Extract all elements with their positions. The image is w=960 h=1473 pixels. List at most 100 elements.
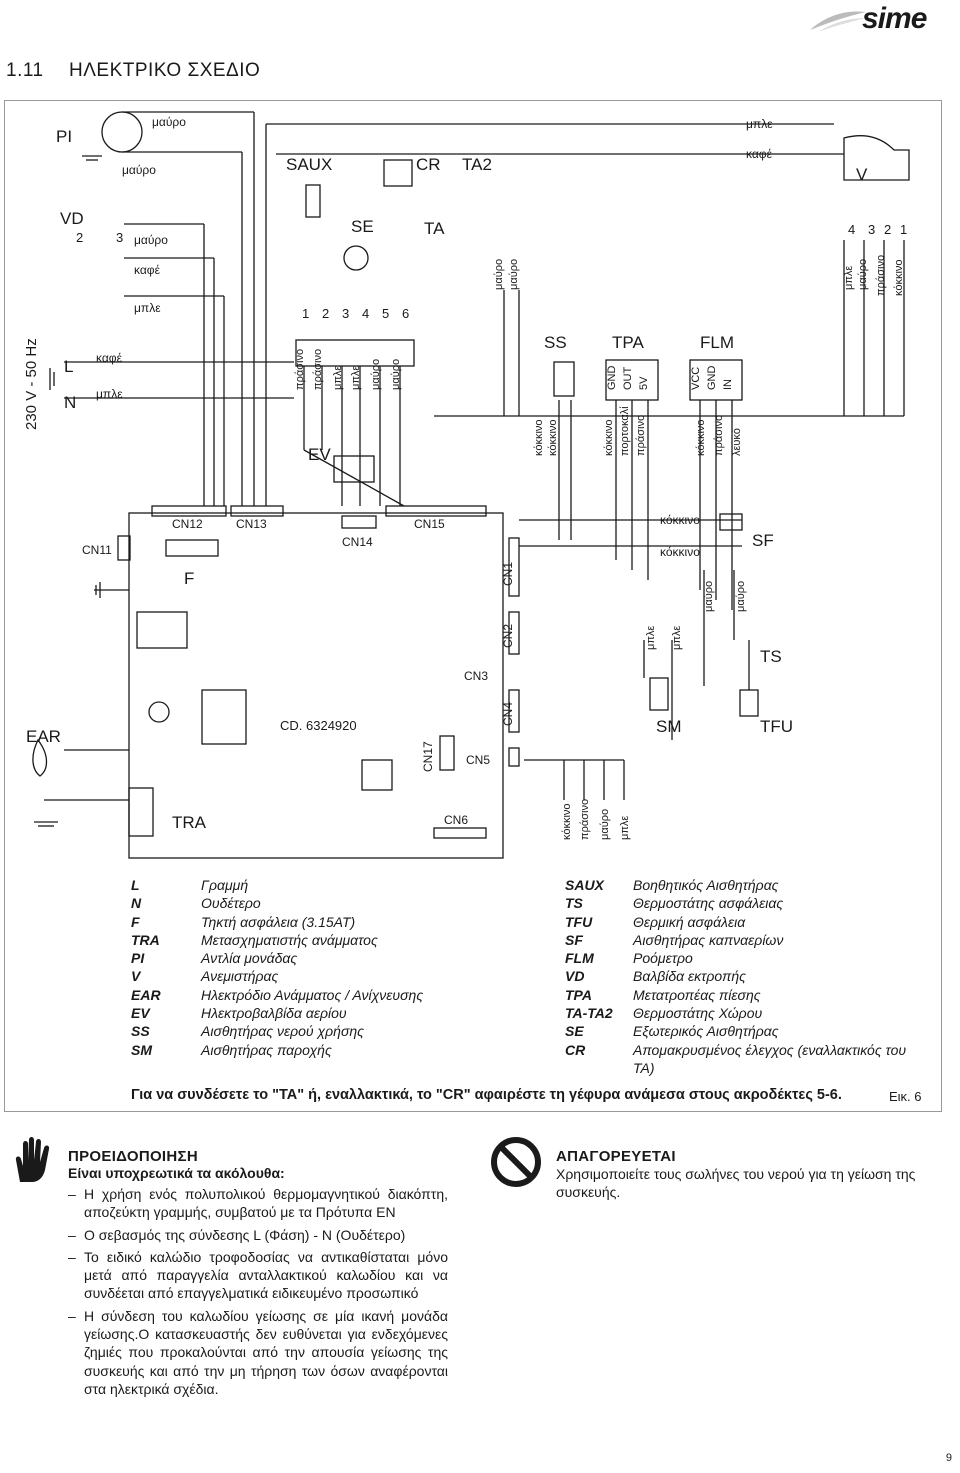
flm-pin-in: IN (722, 379, 734, 390)
label-CN11: CN11 (82, 543, 112, 557)
flow-sensor-symbol (649, 677, 669, 711)
prohibited-block: ΑΠΑΓΟΡΕΥΕΤΑΙ Χρησιμοποιείτε τους σωλήνες… (556, 1148, 936, 1202)
wire-v-white-flm: λευκό (731, 428, 743, 456)
wire-v-blue-fan: μπλε (843, 266, 855, 290)
label-CN13: CN13 (236, 517, 267, 531)
wire-v-green-tpa: πράσινο (635, 415, 647, 456)
page-number: 9 (945, 1452, 952, 1464)
board-code: CD. 6324920 (280, 718, 357, 733)
label-CN17: CN17 (421, 741, 435, 772)
wire-v-red-flm: κόκκινο (695, 419, 707, 456)
wire-v-green-t1: πράσινο (294, 349, 306, 390)
board-component (136, 611, 188, 649)
label-SAUX: SAUX (286, 155, 332, 174)
cn14-header (341, 515, 377, 529)
wire-v-green-flm: πράσινο (713, 415, 725, 456)
wire-v-black-ta2a: μαύρο (493, 259, 505, 290)
wire-label-blue-3: μπλε (746, 117, 773, 131)
wiring-diagram-frame (4, 100, 942, 1112)
wire-v-blue-sm1: μπλε (645, 626, 657, 650)
label-CN5: CN5 (466, 753, 490, 767)
label-TFU: TFU (760, 717, 793, 736)
wire-v-black-ta2b: μαύρο (508, 259, 520, 290)
label-CN2: CN2 (501, 624, 515, 648)
prohibited-title: ΑΠΑΓΟΡΕΥΕΤΑΙ (556, 1148, 676, 1165)
terminal-block (295, 339, 415, 367)
label-SM: SM (656, 717, 682, 736)
transformer (128, 787, 154, 837)
wire-v-red-fan: κόκκινο (893, 259, 905, 296)
label-L: L (64, 357, 73, 376)
fan-symbol (843, 135, 910, 181)
warning-title: ΠΡΟΕΙΔΟΠΟΙΗΣΗ (68, 1148, 198, 1165)
flm-pin-gnd: GND (706, 366, 718, 391)
wire-v-blue-cn5: μπλε (619, 816, 631, 840)
label-CN4: CN4 (501, 702, 515, 726)
terminal-1: 1 (302, 306, 309, 321)
brand-swoosh (808, 8, 868, 34)
label-N: N (64, 393, 76, 412)
label-CN12: CN12 (172, 517, 203, 531)
wiring-diagram: PI VD SAUX SE CR TA TA2 V SS TPA FLM EV … (23, 111, 910, 859)
label-FLM: FLM (700, 333, 734, 352)
vd-pin-2: 2 (76, 230, 83, 245)
label-EV: EV (308, 445, 331, 464)
cn17-header (439, 735, 455, 771)
label-TS: TS (760, 647, 782, 666)
wire-v-orange-tpa: πορτοκαλί (619, 406, 631, 456)
fan-pin-1: 1 (900, 222, 907, 237)
flue-sensor-symbol (719, 513, 743, 531)
label-TA2: TA2 (462, 155, 492, 174)
warning-block: ΠΡΟΕΙΔΟΠΟΙΗΣΗ Είναι υποχρεωτικά τα ακόλο… (68, 1148, 448, 1398)
thermal-fuse-symbol (739, 689, 759, 717)
flm-pin-vcc: VCC (690, 367, 702, 390)
wire-label-black-2: μαύρο (122, 163, 156, 177)
wire-label-brown-2: καφέ (96, 351, 123, 365)
wire-label-black-1: μαύρο (152, 115, 186, 129)
prohibited-text: Χρησιμοποιείτε τους σωλήνες του νερού γι… (556, 1166, 916, 1201)
warning-item: Η χρήση ενός πολυπολικού θερμομαγνητικού… (60, 1185, 448, 1222)
label-F: F (184, 569, 194, 588)
flame-icon (32, 738, 48, 777)
warning-item: Ο σεβασμός της σύνδεσης L (Φάση) - N (Ου… (60, 1226, 448, 1245)
terminal-5: 5 (382, 306, 389, 321)
label-TA: TA (424, 219, 445, 238)
warning-item: Η σύνδεση του καλωδίου γείωσης σε μία ικ… (60, 1307, 448, 1398)
wire-v-black-sf2: μαύρο (735, 581, 747, 612)
wire-v-black-sf1: μαύρο (703, 581, 715, 612)
label-CN15: CN15 (414, 517, 445, 531)
terminal-3: 3 (342, 306, 349, 321)
remote-control-symbol (383, 159, 413, 187)
wire-v-red-ss2: κόκκινο (547, 419, 559, 456)
wire-label-black-3: μαύρο (134, 233, 168, 247)
label-VD: VD (60, 209, 84, 228)
brand-logo: sime (862, 2, 927, 35)
wire-v-green-fan: πράσινο (875, 255, 887, 296)
ss-sensor-symbol (553, 361, 575, 397)
wire-label-blue-1: μπλε (134, 301, 161, 315)
warning-list: Η χρήση ενός πολυπολικού θερμομαγνητικού… (60, 1185, 448, 1398)
tpa-pin-5v: 5V (638, 376, 650, 390)
fuse (165, 539, 219, 557)
wire-v-green-cn5: πράσινο (579, 799, 591, 840)
relay-block (201, 689, 247, 745)
wire-v-red-ss1: κόκκινο (533, 419, 545, 456)
board-chip (361, 759, 393, 791)
wire-v-blue-t4: μπλε (350, 366, 362, 390)
power-label: 230 V - 50 Hz (23, 338, 40, 430)
pump-symbol (101, 111, 143, 153)
label-SS: SS (544, 333, 567, 352)
control-board (128, 512, 504, 859)
wire-label-blue-2: μπλε (96, 387, 123, 401)
